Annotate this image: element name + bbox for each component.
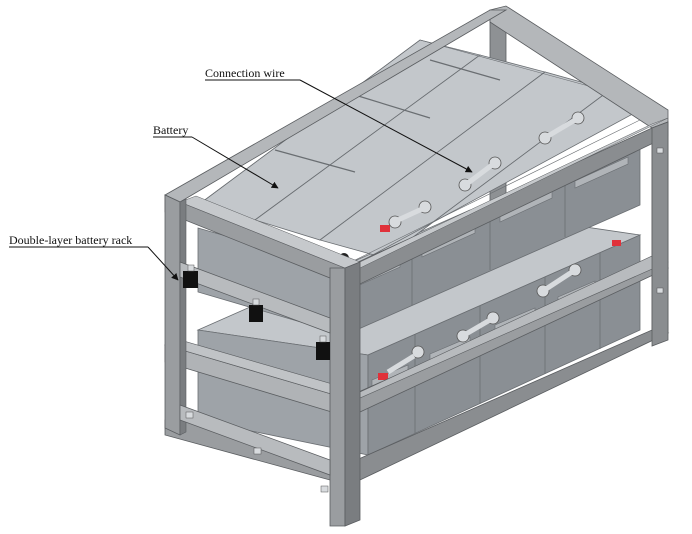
- bracket-icon: [183, 264, 330, 360]
- connection-wire-label: Connection wire: [205, 66, 285, 80]
- upper-frame: [164, 5, 669, 285]
- bolt-icon: [185, 147, 664, 493]
- battery-label: Battery: [153, 123, 189, 137]
- callout-lines: [9, 79, 473, 281]
- front-posts: [164, 121, 669, 527]
- lower-shelf-frame: [163, 255, 670, 481]
- battery-rack-label: Double-layer battery rack: [9, 233, 133, 247]
- terminal-icon: [378, 240, 621, 380]
- side-rails: [179, 261, 331, 476]
